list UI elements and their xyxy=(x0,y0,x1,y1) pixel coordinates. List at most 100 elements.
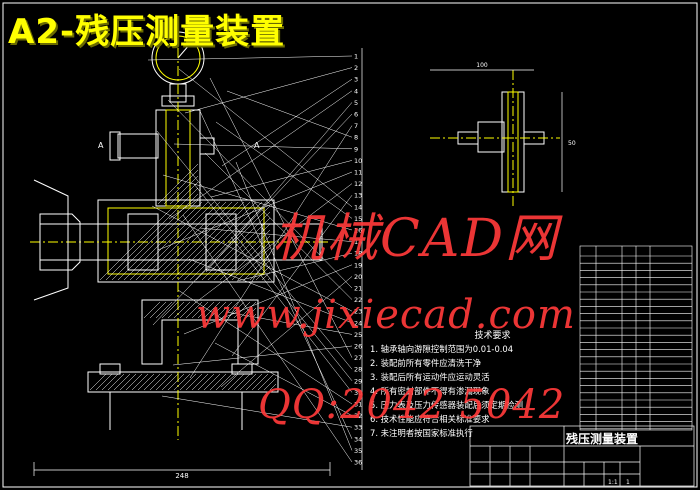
part-number-label: 21 xyxy=(354,285,362,293)
part-number-label: 9 xyxy=(354,145,358,153)
part-number-label: 17 xyxy=(354,238,362,246)
hatch-line xyxy=(113,373,131,391)
hatch-line xyxy=(237,247,271,281)
hatch-line xyxy=(135,201,215,281)
part-number-label: 33 xyxy=(354,424,362,432)
hatch-line xyxy=(161,301,179,319)
part-number-label: 5 xyxy=(354,99,358,107)
hatch-line xyxy=(263,377,277,391)
bearing-right xyxy=(205,213,237,271)
hatch-line xyxy=(143,373,161,391)
hatch-line xyxy=(185,301,203,319)
hatch-line xyxy=(239,373,257,391)
technical-requirement: 6. 技术性能应符合相关标准要求 xyxy=(370,414,490,424)
part-leader-line xyxy=(198,108,353,439)
part-leader-line xyxy=(236,252,353,282)
part-leader-line xyxy=(235,161,353,451)
part-number-label: 13 xyxy=(354,192,362,200)
hatch-line xyxy=(221,373,239,391)
hatch-line xyxy=(171,201,251,281)
hatch-line xyxy=(167,373,185,391)
hatch-line xyxy=(251,373,269,391)
hatch-line xyxy=(243,253,271,281)
hatch-line xyxy=(167,301,185,319)
hatch-line xyxy=(215,301,233,319)
hatch-line xyxy=(191,373,209,391)
part-leader-line xyxy=(199,227,353,242)
hatch-line xyxy=(107,373,125,391)
part-leader-line xyxy=(214,342,353,416)
part-number-label: 23 xyxy=(354,308,362,316)
hatch-line xyxy=(197,301,215,319)
technical-requirements-heading: 技术要求 xyxy=(474,331,511,341)
hatch-line xyxy=(165,201,245,281)
part-leader-line xyxy=(157,171,353,251)
hatch-line xyxy=(147,201,227,281)
part-number-label: 6 xyxy=(354,111,358,119)
hatch-line xyxy=(125,373,143,391)
part-number-label: 32 xyxy=(354,412,362,420)
part-leader-line xyxy=(230,236,353,393)
hatch-line xyxy=(255,265,271,281)
part-number-label: 10 xyxy=(354,157,362,165)
hatch-line xyxy=(163,169,199,205)
hatch-line xyxy=(175,181,199,205)
side-connector xyxy=(117,133,159,159)
part-leader-line xyxy=(221,78,353,167)
part-leader-line xyxy=(225,311,353,335)
part-leader-line xyxy=(215,121,353,219)
watermark-site-name: 机械CAD网 xyxy=(272,209,560,269)
hatch-line xyxy=(149,301,167,319)
part-leader-line xyxy=(226,90,353,138)
hatch-line xyxy=(215,373,233,391)
part-leader-line xyxy=(184,67,353,114)
part-number-label: 36 xyxy=(354,459,362,467)
part-number-label: 4 xyxy=(354,87,358,95)
hatch-line xyxy=(207,217,271,281)
hatch-line xyxy=(193,199,199,205)
part-number-label: 24 xyxy=(354,319,362,327)
side-view xyxy=(430,69,563,208)
part-leader-line xyxy=(183,264,353,335)
part-number-label: 35 xyxy=(354,447,362,455)
part-number-label: 8 xyxy=(354,134,358,142)
title-block-scale: 1:1 xyxy=(608,479,618,486)
hatch-line xyxy=(203,301,221,319)
hatch-line xyxy=(225,235,271,281)
part-number-label: 29 xyxy=(354,377,362,385)
technical-requirement: 4. 所有密封部件不得有渗漏现象 xyxy=(370,386,490,396)
part-leader-line xyxy=(162,174,353,231)
hatch-line xyxy=(187,193,199,205)
hatch-line xyxy=(181,187,199,205)
parts-list-table xyxy=(579,245,693,431)
part-leader-line xyxy=(231,195,353,357)
hatch-line xyxy=(227,301,245,319)
hatch-line xyxy=(249,259,271,281)
left-hub xyxy=(39,213,81,271)
part-leader-line xyxy=(182,214,353,463)
part-leader-line xyxy=(161,395,353,428)
hatch-line xyxy=(197,373,215,391)
hatch-line xyxy=(221,301,239,319)
part-leader-line xyxy=(172,345,353,366)
hatch-line xyxy=(203,373,221,391)
hatch-line xyxy=(195,205,271,281)
technical-requirement: 3. 装配后所有运动件应运动灵活 xyxy=(370,372,490,382)
hatch-line xyxy=(173,301,191,319)
hatch-line xyxy=(155,301,173,319)
part-leader-line xyxy=(156,130,353,370)
part-leader-line xyxy=(210,160,353,198)
hatch-line xyxy=(129,201,209,281)
part-number-label: 15 xyxy=(354,215,362,223)
part-number-label: 25 xyxy=(354,331,362,339)
part-number-label: 20 xyxy=(354,273,362,281)
hatch-line xyxy=(209,301,227,319)
hatch-line xyxy=(111,201,191,281)
main-width-label: 248 xyxy=(175,472,188,480)
hatch-line xyxy=(99,201,179,281)
hatch-line xyxy=(269,383,277,391)
main-width-dimension xyxy=(33,462,331,476)
part-leader-line xyxy=(178,68,353,207)
